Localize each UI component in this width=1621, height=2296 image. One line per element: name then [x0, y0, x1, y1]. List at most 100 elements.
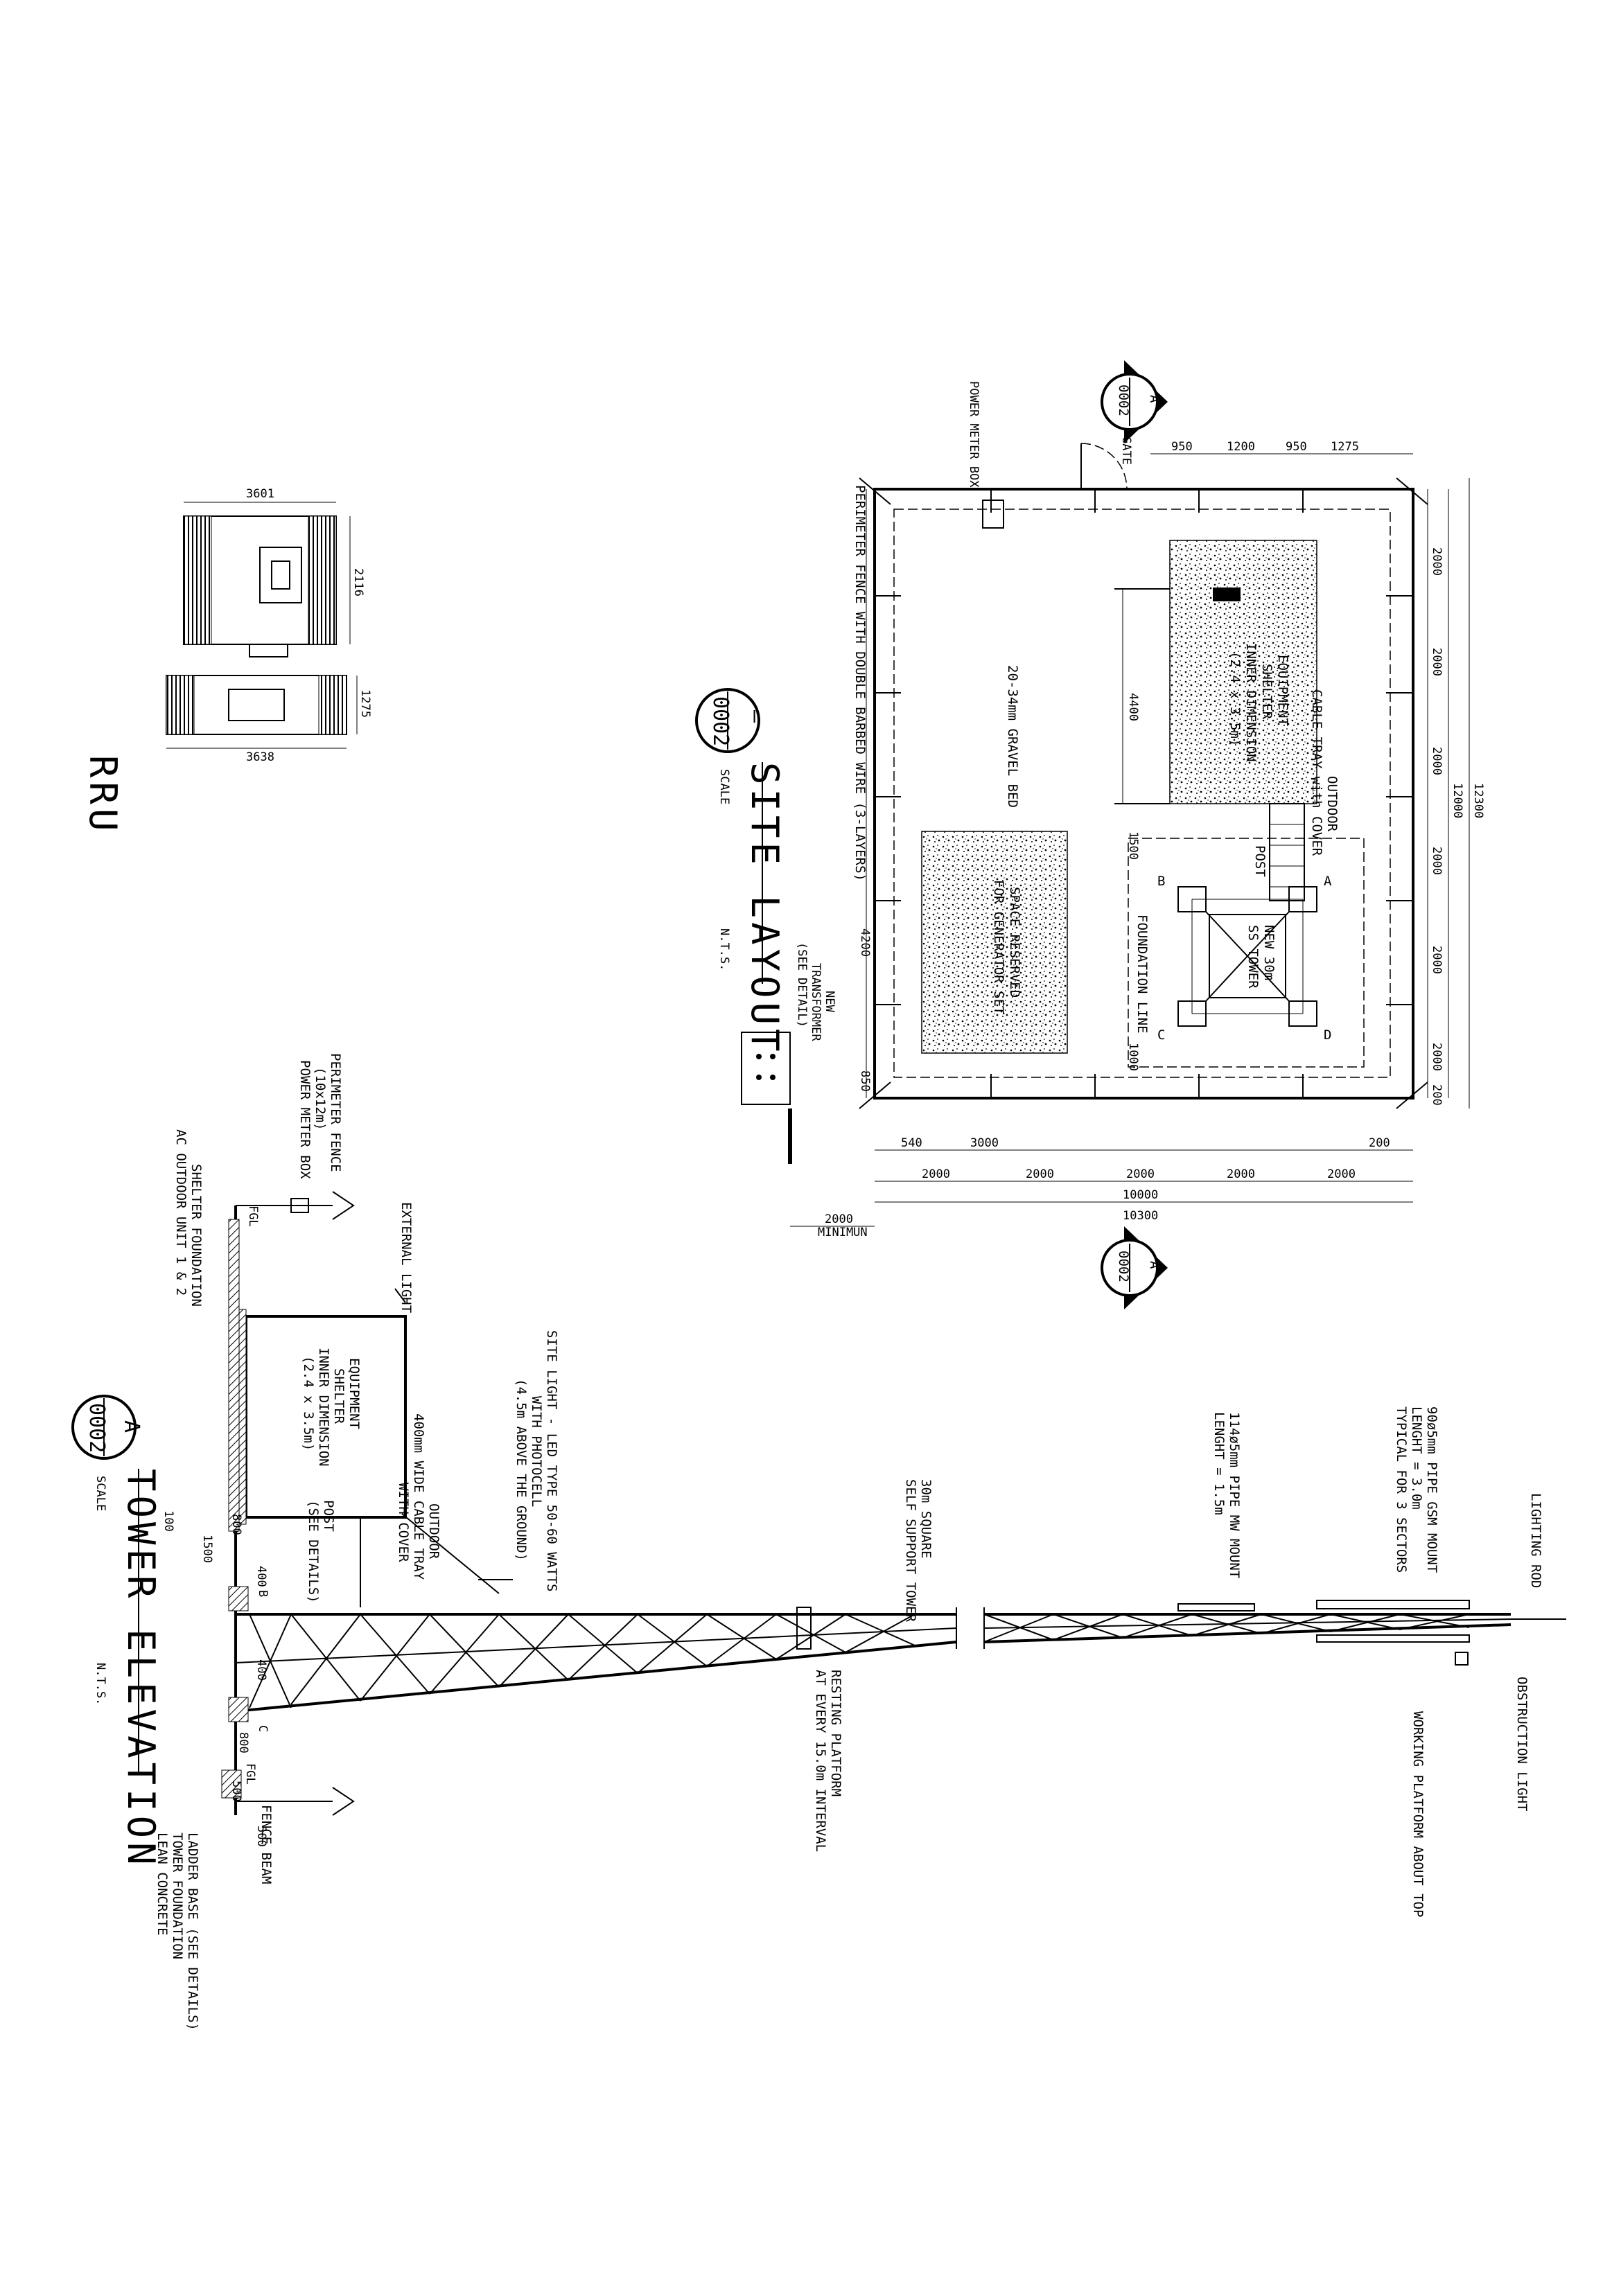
dim-right-2000-2: 2000 — [1430, 648, 1444, 676]
label-external-light: EXTERNAL LIGHT — [398, 1202, 414, 1313]
label-el-shelter-2: SHELTER — [331, 1368, 347, 1424]
label-gsm-mount-2: LENGHT = 3.0m — [1409, 1406, 1424, 1510]
label-transformer-2: TRANSFORMER — [809, 963, 823, 1041]
rru-drawing: 3601 2116 1275 3638 RRU — [81, 487, 372, 836]
label-cable-tray-2: CABLE TRAY with COVER — [1309, 689, 1324, 856]
svg-text:0002: 0002 — [1116, 1251, 1131, 1282]
label-resting-platform-1: RESTING PLATFORM — [828, 1670, 843, 1796]
tower-elevation-text: LIGHTING ROD 90ø5mm PIPE GSM MOUNT LENGH… — [155, 1053, 1543, 2031]
label-tower-1: NEW 30m — [1261, 925, 1277, 980]
label-post: POST — [1252, 845, 1268, 877]
rru-title: RRU — [81, 755, 125, 836]
svg-text:A: A — [1147, 395, 1162, 403]
label-site-light-2: WITH PHOTOCELL — [529, 1396, 544, 1507]
site-layout-bubble-bottom: 0002 — [708, 696, 733, 746]
label-cable-tray-1: OUTDOOR — [1324, 776, 1340, 832]
label-lean-concrete: LEAN CONCRETE — [155, 1833, 170, 1936]
label-gravel-bed: 20-34mm GRAVEL BED — [1005, 665, 1020, 808]
fence-posts — [859, 477, 1428, 1109]
tower-elevation-scale-value: N.T.S. — [94, 1663, 107, 1705]
label-mark-c: C — [256, 1725, 270, 1732]
label-el-cable-tray-3: WITH COVER — [396, 1483, 411, 1562]
site-layout-title: SITE LAYOUT — [743, 762, 787, 1056]
ss-tower-footprint — [1177, 886, 1317, 1027]
label-mw-mount-2: LENGHT = 1.5m — [1211, 1412, 1227, 1515]
perimeter-fence-outline — [873, 488, 1414, 1100]
label-perimeter-fence-1: PERIMETER FENCE — [328, 1053, 343, 1172]
power-meter-box — [982, 500, 1004, 529]
label-el-cable-tray-2: 400mm WIDE CABLE TRAY — [411, 1413, 426, 1580]
dim-top-1200: 1200 — [1227, 440, 1255, 454]
site-layout-title-block: — 0002 SITE LAYOUT SCALE N.T.S. — [695, 688, 787, 1056]
dim-bottom-10000: 10000 — [1123, 1188, 1158, 1202]
dim-right-12300: 12300 — [1471, 783, 1485, 818]
corner-d: D — [1324, 1027, 1331, 1043]
dim-bottom-2000-2: 2000 — [1026, 1167, 1054, 1181]
section-marker-top: A 0002 — [1101, 360, 1168, 443]
dim-right-12000: 12000 — [1451, 783, 1464, 818]
tower-elevation-scale-label: SCALE — [94, 1476, 107, 1511]
site-layout — [741, 443, 1470, 1227]
corner-c: C — [1157, 1027, 1165, 1043]
dim-800a: 800 — [229, 1514, 243, 1535]
dim-top-950b: 950 — [1286, 440, 1307, 454]
label-shelter-foundation: SHELTER FOUNDATION — [189, 1164, 204, 1307]
dim-bottom-2000-5: 2000 — [1327, 1167, 1356, 1181]
label-el-shelter-4: (2.4 x 3.5m) — [301, 1356, 316, 1451]
inner-fence-line — [893, 509, 1391, 1078]
foundation-line — [1128, 838, 1365, 1068]
dim-bottom-2000-3: 2000 — [1126, 1167, 1155, 1181]
label-shelter-2: SHELTER — [1259, 664, 1274, 720]
tower-elevation-bubble-top: A — [119, 1420, 143, 1433]
label-shelter-4: (2.4 x 3.5m) — [1227, 651, 1243, 746]
label-elevation-power-meter: POWER METER BOX — [297, 1060, 313, 1179]
generator-space — [921, 831, 1068, 1054]
label-space-reserved-2: FOR GENERATOR SET — [991, 880, 1006, 1014]
dim-right-200: 200 — [1430, 1084, 1444, 1106]
dim-bottom-2000-4: 2000 — [1227, 1167, 1255, 1181]
label-perimeter-fence-2: (10x12m) — [313, 1067, 328, 1131]
corner-b: B — [1157, 874, 1165, 889]
tower-elevation-title-block: A 0002 TOWER ELEVATION SCALE N.T.S. — [71, 1395, 163, 1869]
dim-bottom-200: 200 — [1369, 1136, 1390, 1150]
label-el-post-1: POST — [321, 1500, 336, 1532]
site-layout-scale-value: N.T.S. — [717, 928, 731, 971]
dim-left-1000: 1000 — [1126, 1043, 1140, 1071]
label-perimeter-fence: PERIMETER FENCE WITH DOUBLE BARBED WIRE … — [852, 485, 868, 881]
dim-top-950a: 950 — [1171, 440, 1193, 454]
label-power-meter-box: POWER METER BOX — [967, 381, 981, 488]
dim-right-2000-3: 2000 — [1430, 747, 1444, 775]
shelter-door — [1213, 588, 1241, 601]
dim-top-1275: 1275 — [1331, 440, 1359, 454]
tower-bracing — [249, 1614, 1470, 1708]
label-site-light-3: (4.5m ABOVE THE GROUND) — [514, 1379, 529, 1561]
dim-left-1500: 1500 — [1126, 831, 1140, 860]
dim-100: 100 — [161, 1510, 175, 1532]
label-obstruction-light: OBSTRUCTION LIGHT — [1514, 1677, 1530, 1811]
label-mark-b: B — [256, 1590, 270, 1597]
dim-bottom-3000: 3000 — [970, 1136, 999, 1150]
dim-right-2000-5: 2000 — [1430, 946, 1444, 974]
dim-left-4400: 4400 — [1126, 693, 1140, 721]
tower-elevation-title: TOWER ELEVATION — [119, 1469, 163, 1869]
label-lighting-rod: LIGHTING ROD — [1528, 1493, 1543, 1588]
label-self-support-2: SELF SUPPORT TOWER — [903, 1479, 918, 1622]
transformer — [741, 1032, 791, 1105]
dim-bottom-2000-min: 2000 — [825, 1212, 853, 1226]
tower-elevation-bubble-bottom: 0002 — [85, 1403, 109, 1453]
label-el-shelter-3: INNER DIMENSION — [316, 1348, 331, 1467]
rru-dim-2116: 2116 — [351, 568, 365, 597]
rru-dim-3638: 3638 — [246, 750, 274, 764]
corner-a: A — [1324, 874, 1332, 889]
gate-swing — [1080, 443, 1128, 490]
label-fence-beam: FENCE BEAM — [259, 1805, 274, 1884]
label-transformer-1: NEW — [823, 991, 836, 1012]
cable-tray — [1269, 803, 1305, 901]
label-mw-mount-1: 114ø5mm PIPE MW MOUNT — [1227, 1412, 1242, 1578]
dim-800b: 800 — [236, 1732, 250, 1754]
obstruction-light — [1455, 1652, 1469, 1666]
label-shelter-3: INNER DIMENSION — [1243, 643, 1259, 762]
label-shelter-1: EQUIPMENT — [1275, 655, 1290, 726]
site-layout-bubble-top: — — [743, 710, 767, 723]
site-dimensions — [790, 453, 1470, 1227]
